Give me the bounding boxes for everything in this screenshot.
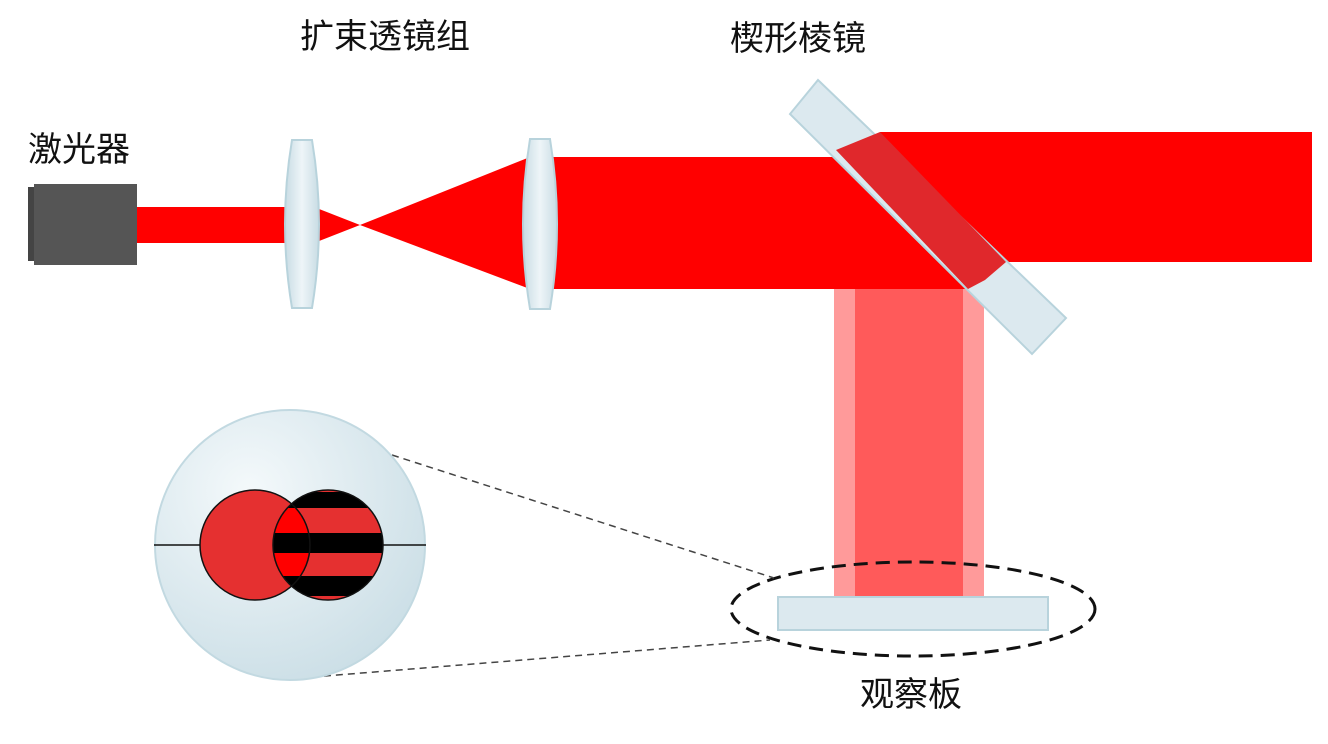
label-observation-screen: 观察板 [860,675,962,715]
converging-beam [314,207,360,243]
spot-left-outline [199,489,311,601]
screen-highlight-ellipse [729,560,1097,658]
observation-screen-icon [777,596,1049,631]
convex-lens-icon [522,138,558,310]
interference-fringe-magnified-view [154,409,426,681]
laser-beam [136,207,292,243]
label-wedge-prism: 楔形棱镜 [730,19,866,59]
diverging-beam [360,157,530,289]
spot-right-outline [272,489,384,601]
laser-cap [28,187,38,261]
fringe-dark-band [273,533,383,553]
reflected-beam-overlap [855,289,963,597]
laser-device-icon [28,184,137,265]
convex-lens-icon [284,139,320,309]
label-beam-expander: 扩束透镜组 [300,17,470,57]
zoom-line-bottom [299,639,771,679]
label-laser: 激光器 [28,130,130,170]
zoom-line-top [391,454,775,579]
laser-body [34,184,137,265]
prism-beam-section [836,132,1006,289]
fringe-dark-band [273,576,383,596]
